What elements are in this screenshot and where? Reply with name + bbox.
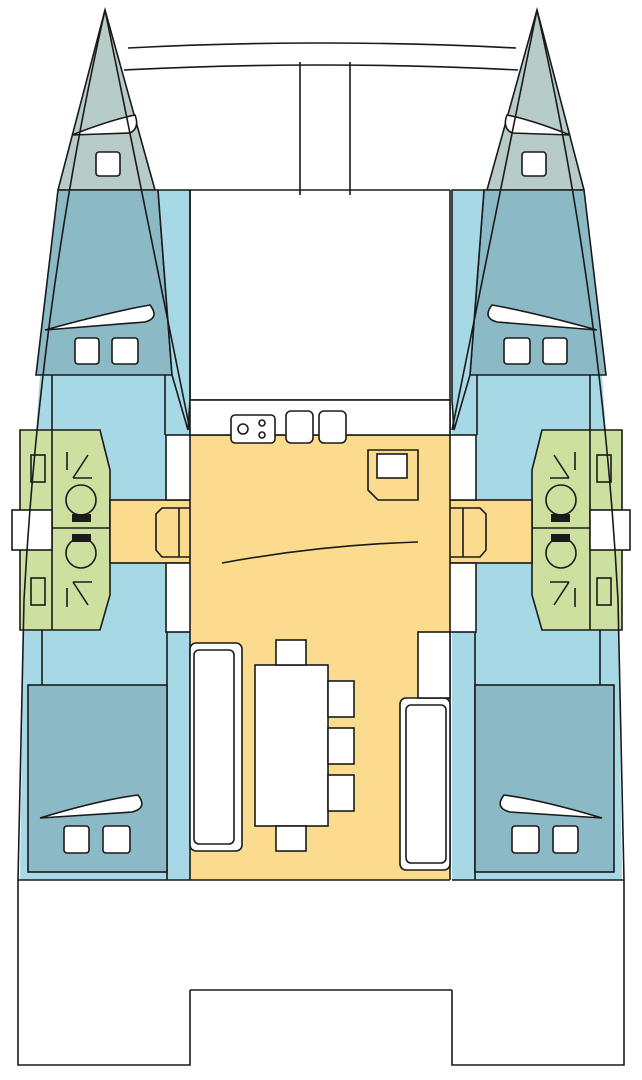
hatch-icon bbox=[111, 337, 139, 365]
sink-icon bbox=[285, 410, 314, 444]
hatch-icon bbox=[63, 825, 90, 854]
dining-table bbox=[254, 664, 329, 827]
head bbox=[19, 429, 111, 631]
sink-icon bbox=[30, 454, 46, 483]
chair bbox=[327, 727, 355, 765]
fridge-icon bbox=[376, 453, 408, 479]
stove-icon bbox=[230, 414, 276, 444]
bed-pillow bbox=[39, 794, 143, 819]
settee bbox=[399, 697, 451, 871]
hatch-icon bbox=[74, 337, 100, 365]
head-passage bbox=[11, 509, 53, 551]
forward-cabin bbox=[35, 189, 173, 376]
hatch-icon bbox=[102, 825, 131, 854]
bed-pillow bbox=[44, 304, 155, 331]
bed-pillow bbox=[71, 114, 138, 136]
sink-icon bbox=[318, 410, 347, 444]
hatch-icon bbox=[95, 151, 121, 177]
chair bbox=[327, 774, 355, 812]
aft-cabin bbox=[27, 684, 168, 873]
chair bbox=[275, 825, 307, 852]
chair bbox=[327, 680, 355, 718]
settee bbox=[189, 642, 243, 852]
sink-icon bbox=[30, 577, 46, 606]
forward-cabin-strip bbox=[157, 189, 191, 431]
chair bbox=[275, 639, 307, 666]
counter bbox=[417, 631, 451, 699]
